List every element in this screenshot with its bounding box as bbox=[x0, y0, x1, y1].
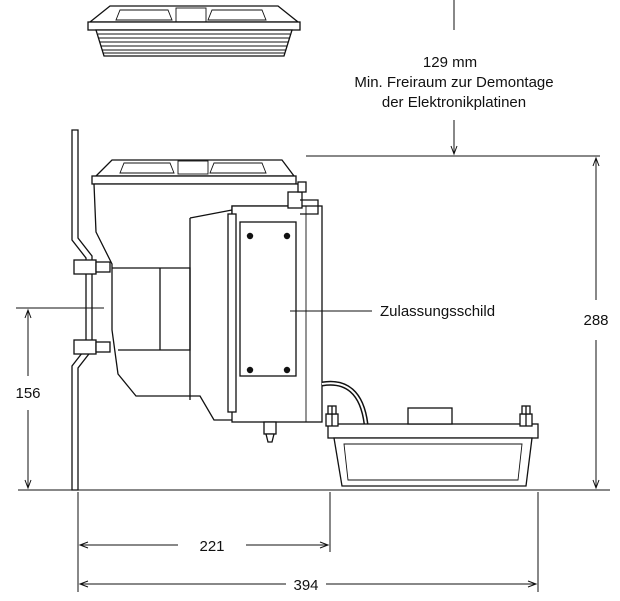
height-total-dimension bbox=[592, 156, 600, 490]
detached-cover bbox=[87, 5, 301, 57]
width-total-dimension bbox=[78, 580, 538, 588]
width-extension-lines bbox=[77, 492, 539, 592]
main-housing bbox=[91, 159, 323, 443]
clearance-dimension bbox=[306, 0, 600, 157]
width-mount-dimension bbox=[78, 541, 330, 549]
approval-plate-label: Zulassungsschild bbox=[380, 303, 495, 320]
height-total-value: 288 bbox=[583, 312, 608, 329]
clearance-description-line1: Min. Freiraum zur Demontage bbox=[354, 74, 553, 91]
width-total-value: 394 bbox=[293, 577, 318, 594]
width-mount-value: 221 bbox=[199, 538, 224, 555]
clearance-value: 129 mm bbox=[423, 54, 477, 71]
clearance-description-line2: der Elektronikplatinen bbox=[382, 94, 526, 111]
condensate-tray bbox=[325, 405, 539, 487]
cable bbox=[321, 380, 369, 425]
height-center-value: 156 bbox=[15, 385, 40, 402]
height-center-dimension bbox=[16, 307, 104, 490]
